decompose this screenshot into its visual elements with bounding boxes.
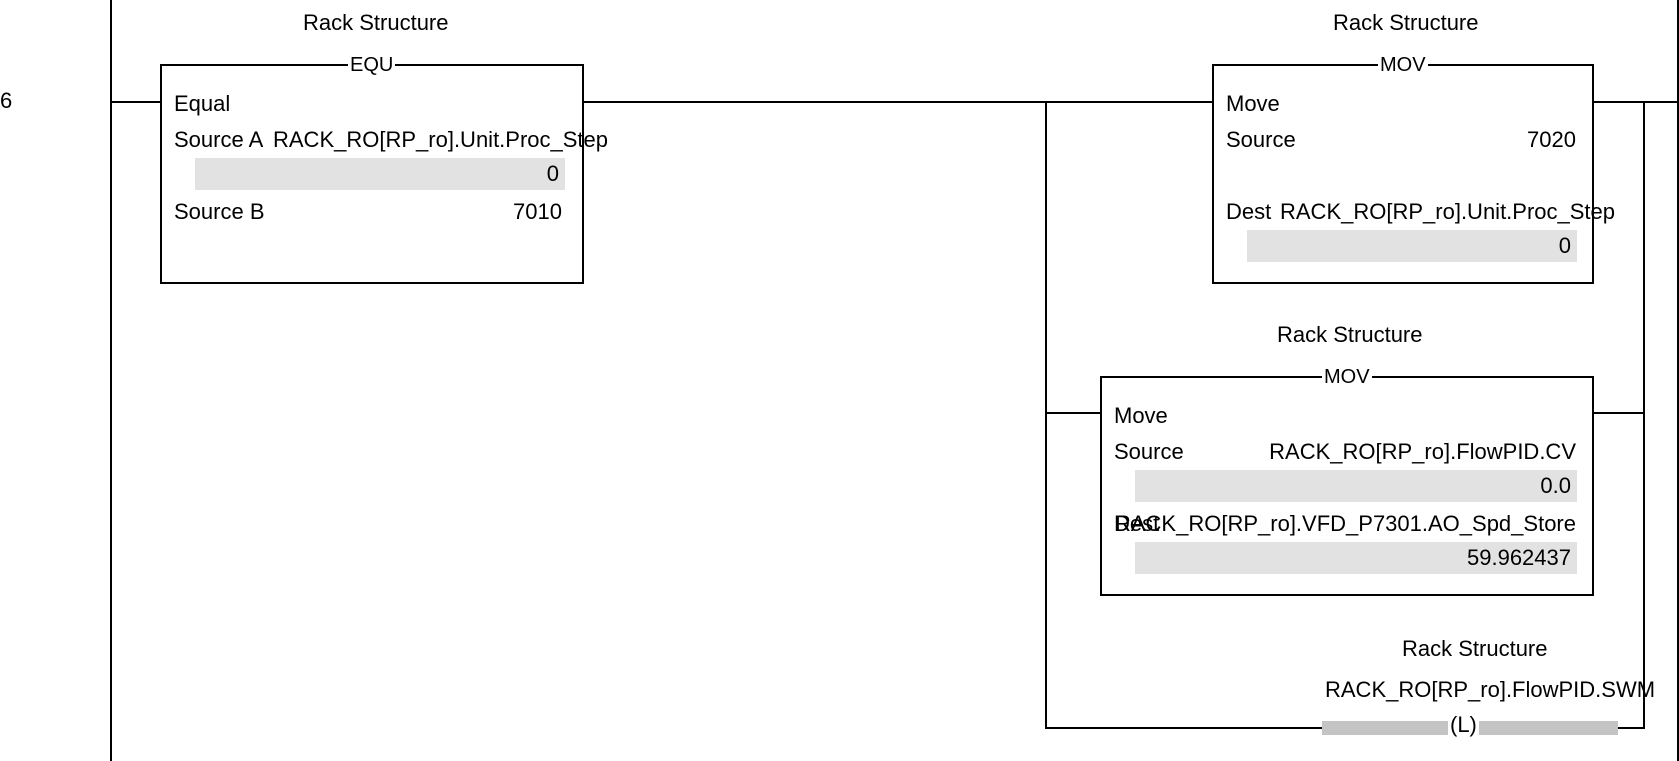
- rung-wire: [110, 101, 162, 103]
- mov2-dest-tag[interactable]: RACK_RO[RP_ro].VFD_P7301.AO_Spd_Store: [1114, 511, 1576, 536]
- mov2-title: Rack Structure: [1277, 322, 1423, 347]
- otl-title: Rack Structure: [1402, 636, 1548, 661]
- otl-tag[interactable]: RACK_RO[RP_ro].FlowPID.SWM: [1325, 677, 1656, 702]
- branch-wire: [1045, 412, 1102, 414]
- mov2-source-label: Source: [1114, 439, 1184, 464]
- rung-number: 6: [0, 88, 13, 113]
- equ-source-a-tag[interactable]: RACK_RO[RP_ro].Unit.Proc_Step: [273, 127, 609, 152]
- rung-wire: [582, 101, 1214, 103]
- mov1-source-value[interactable]: 7020: [1527, 127, 1576, 152]
- mov2-source-value: 0.0: [1135, 470, 1577, 502]
- mov2-name: Move: [1114, 403, 1168, 428]
- equ-instruction-block[interactable]: EQU Equal Source A RACK_RO[RP_ro].Unit.P…: [160, 54, 608, 284]
- right-power-rail: [1677, 0, 1679, 761]
- mov2-dest-value: 59.962437: [1135, 542, 1577, 574]
- branch-wire: [1592, 412, 1645, 414]
- equ-name: Equal: [174, 91, 231, 116]
- mov1-dest-value: 0: [1247, 230, 1577, 262]
- mov2-dest-label: Dest: [1114, 511, 1160, 536]
- mov1-dest-tag[interactable]: RACK_RO[RP_ro].Unit.Proc_Step: [1280, 199, 1616, 224]
- mov1-dest-label: Dest: [1226, 199, 1272, 224]
- mov2-mnemonic: MOV: [1322, 366, 1372, 388]
- mov2-instruction-block[interactable]: MOV Move Source RACK_RO[RP_ro].FlowPID.C…: [1100, 366, 1594, 596]
- equ-source-a-value: 0: [195, 158, 565, 190]
- equ-title: Rack Structure: [303, 10, 449, 35]
- equ-source-a-label: Source A: [174, 127, 264, 152]
- otl-coil-symbol[interactable]: (L): [1448, 712, 1479, 738]
- mov1-instruction-block[interactable]: MOV Move Source 7020 Dest RACK_RO[RP_ro]…: [1212, 54, 1615, 284]
- branch-left-vertical: [1045, 101, 1047, 729]
- rung-wire: [1592, 101, 1679, 103]
- branch-right-vertical: [1643, 101, 1645, 729]
- equ-mnemonic: EQU: [348, 54, 396, 76]
- equ-source-b-label: Source B: [174, 199, 265, 224]
- mov1-mnemonic: MOV: [1378, 54, 1428, 76]
- mov1-name: Move: [1226, 91, 1280, 116]
- mov1-source-label: Source: [1226, 127, 1296, 152]
- equ-source-b-value[interactable]: 7010: [513, 199, 562, 224]
- left-power-rail: [110, 0, 112, 761]
- mov1-title: Rack Structure: [1333, 10, 1479, 35]
- mov2-source-tag[interactable]: RACK_RO[RP_ro].FlowPID.CV: [1269, 439, 1576, 464]
